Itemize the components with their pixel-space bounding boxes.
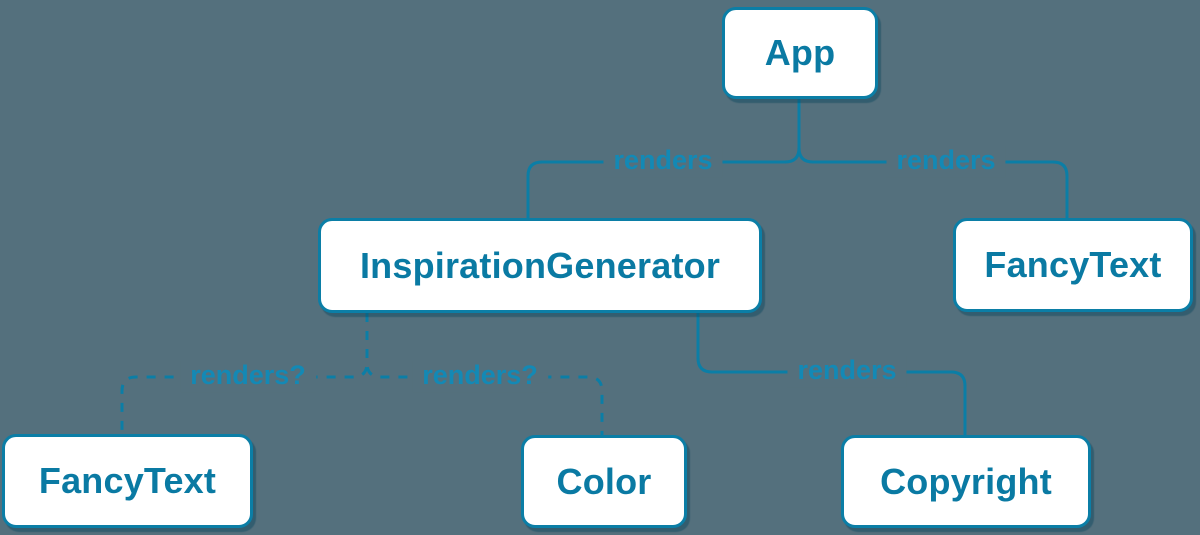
edge-label-renders-copyright: renders [787,355,907,387]
node-app: App [722,7,878,99]
node-color: Color [521,435,687,528]
edge-label-renders-right: renders [886,145,1006,177]
edge-label-renders-left: renders [603,145,723,177]
edge-label-renders-question-left: renders? [180,360,316,392]
node-copyright: Copyright [841,435,1091,528]
node-inspiration-generator: InspirationGenerator [318,218,762,313]
node-fancy-text-top: FancyText [953,218,1193,312]
node-fancy-text-bottom: FancyText [2,434,253,528]
edge-label-renders-question-right: renders? [412,360,548,392]
edge-inspiration-generator-to-color [365,313,604,435]
